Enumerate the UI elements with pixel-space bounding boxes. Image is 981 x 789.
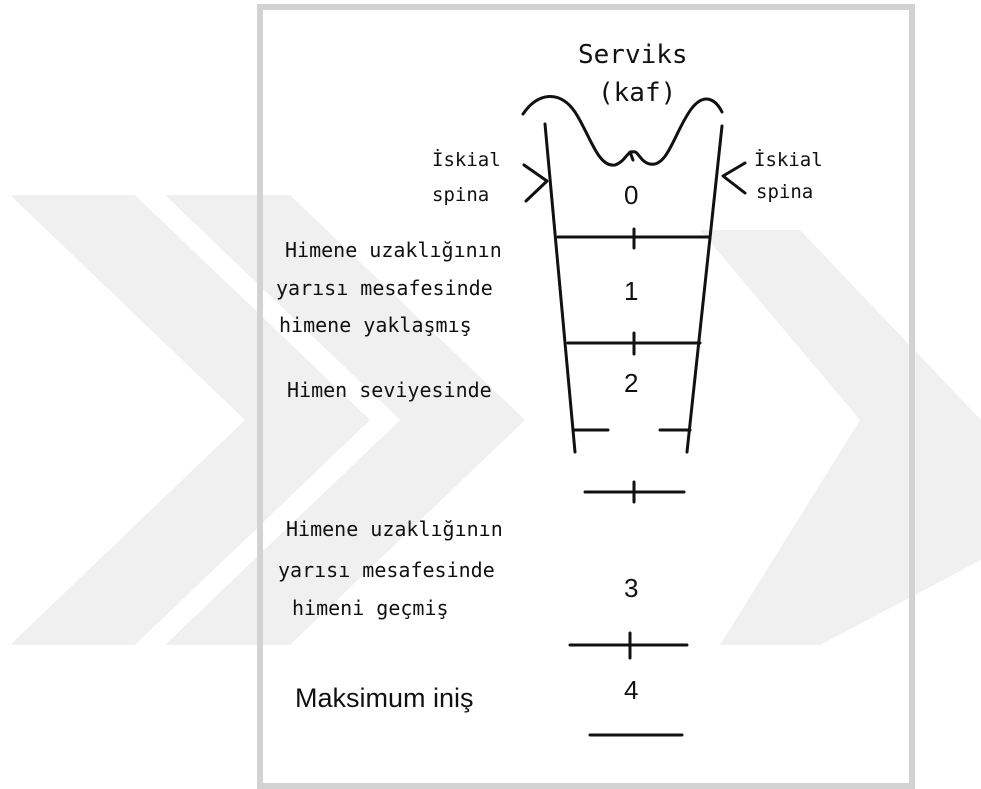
station-3-desc-line3: himeni geçmiş	[292, 596, 449, 620]
station-number-0: 0	[624, 180, 639, 210]
ischial-spine-left-line2: spina	[432, 184, 490, 206]
station-1-desc-line1: Himene uzaklığının	[285, 238, 502, 262]
station-number-3: 3	[624, 573, 639, 603]
station-number-2: 2	[624, 368, 639, 398]
ischial-spine-right-line1: İskial	[754, 149, 823, 171]
cervix-title-line2: (kaf)	[598, 78, 677, 108]
station-3-desc-line1: Himene uzaklığının	[286, 517, 503, 541]
pelvic-wall-left	[543, 122, 577, 454]
station-1-desc-line3: himene yaklaşmış	[279, 313, 472, 337]
watermark-chevron-left	[10, 195, 370, 645]
cervix-outline	[521, 95, 724, 167]
cervix-title-line1: Serviks	[578, 40, 688, 70]
station-4-desc: Maksimum iniş	[295, 683, 474, 713]
diagram-frame	[257, 4, 915, 789]
pelvic-wall-right	[685, 124, 724, 454]
station-number-4: 4	[624, 675, 639, 705]
station-1-desc-line2: yarısı mesafesinde	[276, 276, 493, 300]
watermark-chevron-middle	[165, 195, 525, 645]
station-3-desc-line2: yarısı mesafesinde	[278, 558, 495, 582]
station-2-desc: Himen seviyesinde	[287, 378, 492, 402]
ischial-spine-left-marker	[522, 163, 549, 203]
ischial-spine-left-line1: İskial	[432, 149, 501, 171]
cervix-tick	[628, 150, 635, 162]
ischial-spine-right-line2: spina	[756, 181, 814, 203]
ischial-spine-right-marker	[721, 161, 747, 195]
station-number-1: 1	[624, 276, 639, 306]
